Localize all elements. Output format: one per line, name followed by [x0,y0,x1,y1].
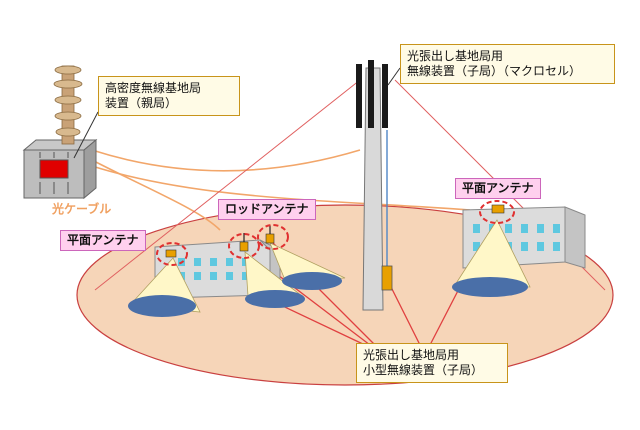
optical-cable-1 [92,150,360,171]
macro-unit-callout: 光張出し基地局用 無線装置（子局）（マクロセル） [400,44,615,84]
flat-antenna-left [166,250,176,257]
parent-unit-line-2: 装置（親局） [105,96,233,111]
flat-antenna-right-tag: 平面アンテナ [455,178,541,199]
footprint-flat-right [452,277,528,297]
rod-antenna-2 [266,234,274,243]
rod-antenna-1 [240,242,248,251]
macro-unit-line-1: 光張出し基地局用 [407,49,608,64]
small-unit-line-1: 光張出し基地局用 [363,348,501,363]
parent-antenna-tower [54,66,82,144]
footprint-rod-2 [282,272,342,290]
parent-unit-line-1: 高密度無線基地局 [105,81,233,96]
parent-station [24,140,96,198]
footprint-flat-left [128,295,196,317]
flat-antenna-left-tag: 平面アンテナ [60,230,146,251]
macro-unit-line-2: 無線装置（子局）（マクロセル） [407,64,608,79]
footprint-rod-1 [245,290,305,308]
parent-unit-callout: 高密度無線基地局 装置（親局） [98,76,240,116]
small-unit-line-2: 小型無線装置（子局） [363,363,501,378]
small-unit-callout: 光張出し基地局用 小型無線装置（子局） [356,343,508,383]
flat-antenna-right [492,205,504,213]
rod-antenna-tag: ロッドアンテナ [218,199,316,220]
pointer-macro [388,68,400,85]
optical-cable-label: 光ケーブル [52,202,111,217]
